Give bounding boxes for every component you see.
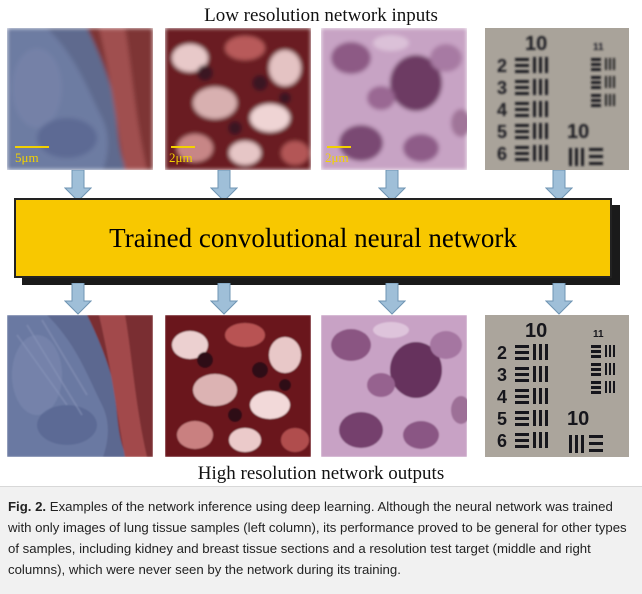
scalebar-label: 5μm <box>15 150 39 166</box>
svg-text:10: 10 <box>567 121 589 143</box>
svg-text:3: 3 <box>497 78 507 98</box>
lung-tissue-output-svg <box>7 315 153 457</box>
figure: Low resolution network inputs 5μm <box>0 0 642 486</box>
test-target-input-svg: 10 11 2 3 4 5 6 <box>485 28 629 170</box>
breast-tissue-output-svg <box>321 315 467 457</box>
lung-tissue-input-svg <box>7 28 153 170</box>
svg-text:5: 5 <box>497 409 507 429</box>
svg-text:2: 2 <box>497 343 507 363</box>
scalebar-line <box>327 146 351 148</box>
svg-text:10: 10 <box>525 33 547 55</box>
svg-text:10: 10 <box>567 408 589 430</box>
breast-tissue-input-image: 2μm <box>321 28 467 170</box>
kidney-tissue-output-svg <box>165 315 311 457</box>
scalebar-label: 2μm <box>325 150 349 166</box>
arrow-down-icon <box>64 283 92 315</box>
figure-caption: Fig. 2. Examples of the network inferenc… <box>8 496 636 580</box>
svg-text:6: 6 <box>497 144 507 164</box>
lung-tissue-input-image: 5μm <box>7 28 153 170</box>
svg-text:3: 3 <box>497 365 507 385</box>
kidney-tissue-output-image <box>165 315 311 457</box>
caption-text: Examples of the network inference using … <box>8 499 627 577</box>
arrow-down-icon <box>378 283 406 315</box>
svg-text:4: 4 <box>497 100 507 120</box>
scalebar-line <box>171 146 195 148</box>
svg-text:4: 4 <box>497 387 507 407</box>
lung-tissue-output-image <box>7 315 153 457</box>
network-label: Trained convolutional neural network <box>109 223 517 254</box>
svg-text:6: 6 <box>497 431 507 451</box>
test-target-output-image: 10 11 2 3 4 5 6 <box>485 315 629 457</box>
scalebar-label: 2μm <box>169 150 193 166</box>
svg-text:10: 10 <box>525 320 547 342</box>
scalebar-line <box>15 146 49 148</box>
output-row-title: High resolution network outputs <box>0 463 642 485</box>
svg-text:11: 11 <box>593 42 604 53</box>
svg-text:11: 11 <box>593 329 604 340</box>
arrow-down-icon <box>545 283 573 315</box>
test-target-output-svg: 10 11 2 3 4 5 6 <box>485 315 629 457</box>
kidney-tissue-input-svg <box>165 28 311 170</box>
svg-text:5: 5 <box>497 122 507 142</box>
kidney-tissue-input-image: 2μm <box>165 28 311 170</box>
breast-tissue-output-image <box>321 315 467 457</box>
arrow-down-icon <box>210 283 238 315</box>
breast-tissue-input-svg <box>321 28 467 170</box>
caption-label: Fig. 2. <box>8 499 46 514</box>
svg-text:2: 2 <box>497 56 507 76</box>
network-box: Trained convolutional neural network <box>14 198 612 278</box>
caption-area: Fig. 2. Examples of the network inferenc… <box>0 486 642 594</box>
input-row-title: Low resolution network inputs <box>0 5 642 27</box>
test-target-input-image: 10 11 2 3 4 5 6 <box>485 28 629 170</box>
